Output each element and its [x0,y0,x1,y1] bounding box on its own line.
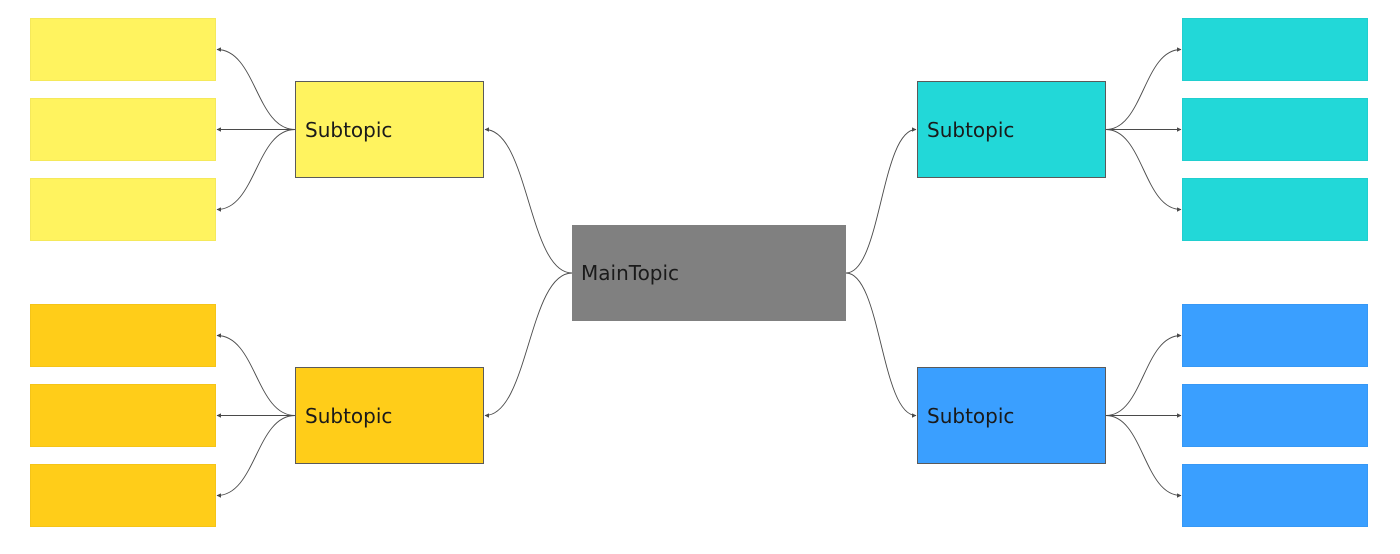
subtopic-label: Subtopic [927,117,1015,142]
main-to-subtopic-connector [484,272,573,418]
leaf-node[interactable] [1182,18,1368,81]
leaf-node[interactable] [30,98,216,161]
subtopic-to-leaf-connector [216,47,296,130]
subtopic-to-leaf-connector [1105,129,1182,212]
leaf-node[interactable] [1182,178,1368,241]
leaf-node[interactable] [30,304,216,367]
main-to-subtopic-connector [845,272,917,418]
subtopic-to-leaf-connector [1105,415,1182,498]
subtopic-node-top-right[interactable]: Subtopic [917,81,1106,178]
leaf-node[interactable] [1182,384,1368,447]
leaf-node[interactable] [30,464,216,527]
subtopic-label: Subtopic [927,403,1015,428]
leaf-node[interactable] [30,384,216,447]
leaf-node[interactable] [30,18,216,81]
subtopic-node-bottom-left[interactable]: Subtopic [295,367,484,464]
leaf-node[interactable] [1182,464,1368,527]
subtopic-to-leaf-connector [1105,333,1182,416]
main-topic-label: MainTopic [581,261,680,285]
subtopic-node-bottom-right[interactable]: Subtopic [917,367,1106,464]
leaf-node[interactable] [1182,304,1368,367]
leaf-node[interactable] [30,178,216,241]
main-to-subtopic-connector [484,127,573,274]
subtopic-to-leaf-connector [1105,47,1182,130]
main-to-subtopic-connector [845,127,917,274]
leaf-node[interactable] [1182,98,1368,161]
main-topic-node[interactable]: MainTopic [572,225,846,321]
subtopic-to-leaf-connector [216,333,296,416]
subtopic-label: Subtopic [305,117,393,142]
subtopic-node-top-left[interactable]: Subtopic [295,81,484,178]
subtopic-to-leaf-connector [216,415,296,498]
subtopic-to-leaf-connector [216,129,296,212]
subtopic-label: Subtopic [305,403,393,428]
